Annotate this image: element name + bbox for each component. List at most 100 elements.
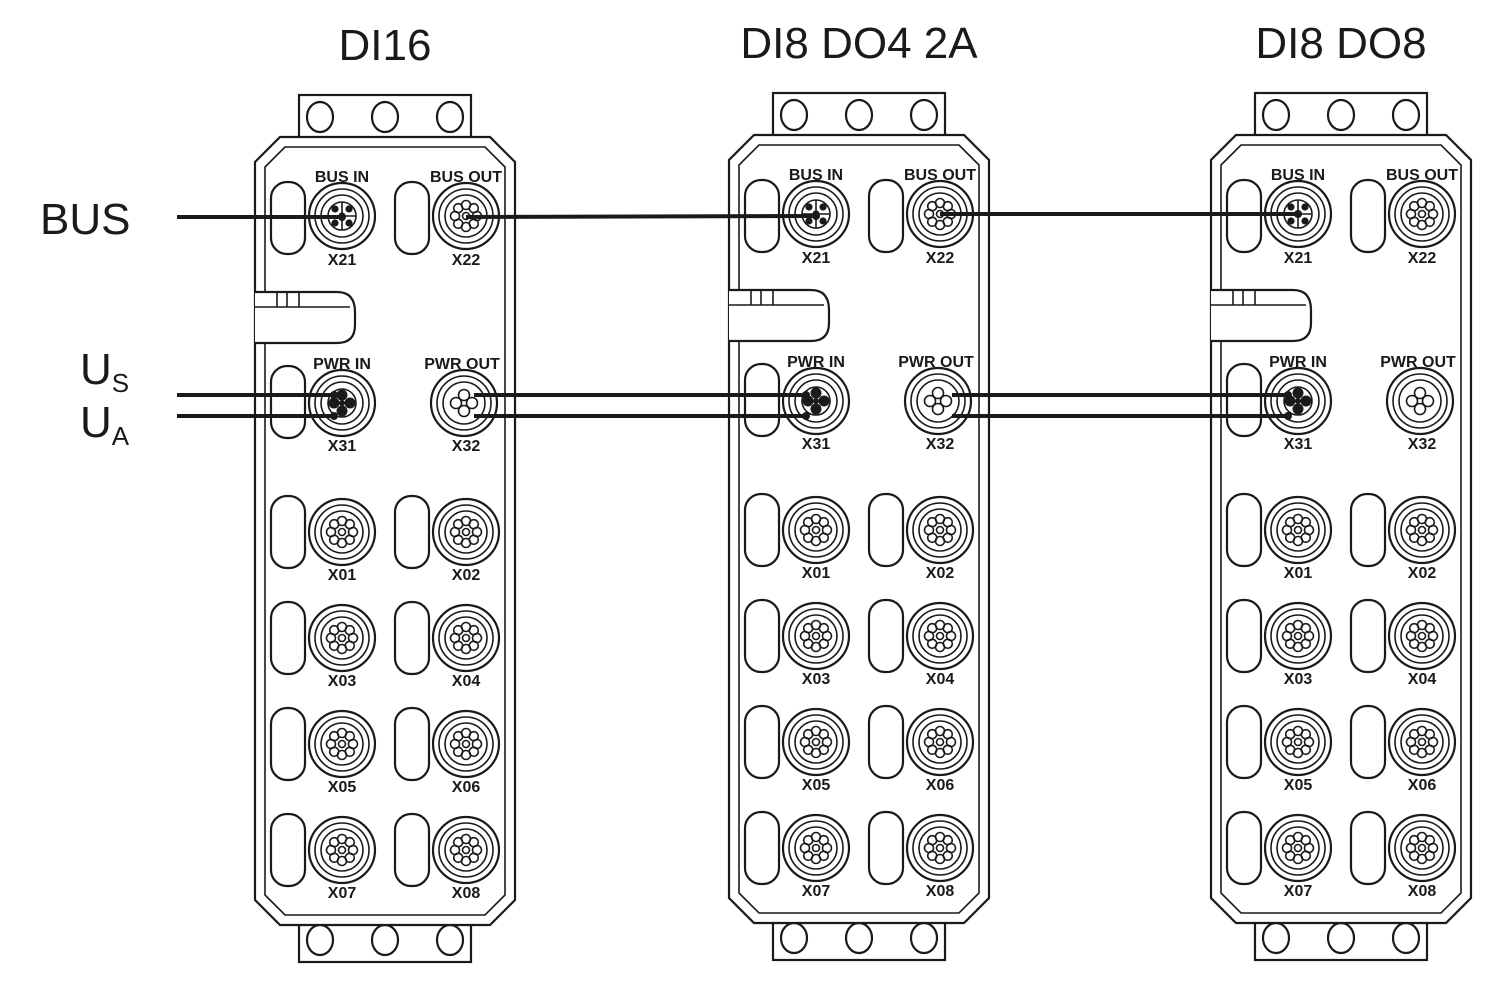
port-x07-connector-icon (1263, 813, 1333, 883)
pwr-out-label: PWR OUT (1380, 354, 1456, 371)
port-x05-label: X05 (1284, 777, 1313, 794)
port-x06-label: X06 (926, 777, 955, 794)
connector-slot (393, 600, 431, 676)
port-x01-label: X01 (802, 565, 831, 582)
bus-in-label: BUS IN (789, 167, 843, 184)
port-x32-label: X32 (1408, 436, 1437, 453)
connector-slot (1349, 598, 1387, 674)
mounting-hole (909, 98, 939, 132)
pwr-out-connector-icon (903, 366, 973, 436)
connector-slot (269, 706, 307, 782)
port-x07-connector-icon (307, 815, 377, 885)
port-x04-label: X04 (452, 673, 481, 690)
port-x01-label: X01 (328, 567, 357, 584)
connector-slot (743, 492, 781, 568)
mounting-hole (844, 98, 874, 132)
port-x06-connector-icon (1387, 707, 1457, 777)
port-x03-label: X03 (328, 673, 357, 690)
port-x21-label: X21 (802, 250, 831, 267)
port-x06-label: X06 (1408, 777, 1437, 794)
connector-slot (1225, 810, 1263, 886)
pwr-in-label: PWR IN (1269, 354, 1327, 371)
port-x06-connector-icon (905, 707, 975, 777)
connector-slot (393, 812, 431, 888)
mounting-hole (305, 100, 335, 134)
port-x03-connector-icon (1263, 601, 1333, 671)
port-x05-label: X05 (802, 777, 831, 794)
connector-slot (269, 364, 307, 440)
port-x07-label: X07 (802, 883, 831, 900)
mounting-hole (844, 921, 874, 955)
port-x04-connector-icon (1387, 601, 1457, 671)
pwr-out-label: PWR OUT (898, 354, 974, 371)
port-x08-connector-icon (905, 813, 975, 883)
bus-in-label: BUS IN (1271, 167, 1325, 184)
port-x31-label: X31 (802, 436, 831, 453)
port-x08-label: X08 (1408, 883, 1437, 900)
port-x05-connector-icon (1263, 707, 1333, 777)
port-x02-label: X02 (926, 565, 955, 582)
side-clip (255, 290, 357, 345)
port-x02-label: X02 (452, 567, 481, 584)
port-x07-label: X07 (1284, 883, 1313, 900)
pwr-out-connector-icon (429, 368, 499, 438)
mounting-hole (435, 100, 465, 134)
port-x05-connector-icon (781, 707, 851, 777)
bus-wire-1-2 (465, 214, 817, 219)
port-x31-label: X31 (328, 438, 357, 455)
port-x02-label: X02 (1408, 565, 1437, 582)
port-x04-label: X04 (1408, 671, 1437, 688)
module-title: DI8 DO8 (1255, 19, 1426, 68)
port-x03-label: X03 (1284, 671, 1313, 688)
connector-slot (743, 362, 781, 438)
pwr-in-label: PWR IN (313, 356, 371, 373)
bus-out-label: BUS OUT (904, 167, 976, 184)
mounting-hole (909, 921, 939, 955)
connector-slot (269, 494, 307, 570)
wires-layer (177, 210, 1302, 420)
port-x01-label: X01 (1284, 565, 1313, 582)
module-title: DI16 (339, 21, 432, 70)
port-x08-label: X08 (452, 885, 481, 902)
port-x22-label: X22 (452, 252, 481, 269)
port-x04-connector-icon (905, 601, 975, 671)
ua-label: UA (80, 398, 130, 451)
bus-in-label: BUS IN (315, 169, 369, 186)
connector-slot (743, 598, 781, 674)
connector-slot (743, 810, 781, 886)
us-label-main: U (80, 345, 112, 394)
side-clip (729, 288, 831, 343)
port-x21-label: X21 (1284, 250, 1313, 267)
port-x05-label: X05 (328, 779, 357, 796)
port-x01-connector-icon (307, 497, 377, 567)
mounting-hole (370, 100, 400, 134)
us-label: US (80, 345, 129, 398)
connector-slot (867, 492, 905, 568)
pwr-in-label: PWR IN (787, 354, 845, 371)
pwr-out-connector-icon (1385, 366, 1455, 436)
connector-slot (743, 704, 781, 780)
port-x31-label: X31 (1284, 436, 1313, 453)
port-x01-connector-icon (1263, 495, 1333, 565)
mounting-hole (1391, 98, 1421, 132)
port-x21-label: X21 (328, 252, 357, 269)
us-label-sub: S (112, 368, 129, 398)
mounting-hole (779, 98, 809, 132)
connector-slot (269, 812, 307, 888)
connector-slot (867, 810, 905, 886)
connector-slot (393, 706, 431, 782)
connector-slot (1225, 704, 1263, 780)
port-x02-connector-icon (1387, 495, 1457, 565)
bus-out-label: BUS OUT (430, 169, 502, 186)
port-x01-connector-icon (781, 495, 851, 565)
port-x22-label: X22 (1408, 250, 1437, 267)
connector-slot (1349, 178, 1387, 254)
connector-slot (1225, 598, 1263, 674)
mounting-hole (370, 923, 400, 957)
connector-slot (393, 180, 431, 256)
port-x06-label: X06 (452, 779, 481, 796)
